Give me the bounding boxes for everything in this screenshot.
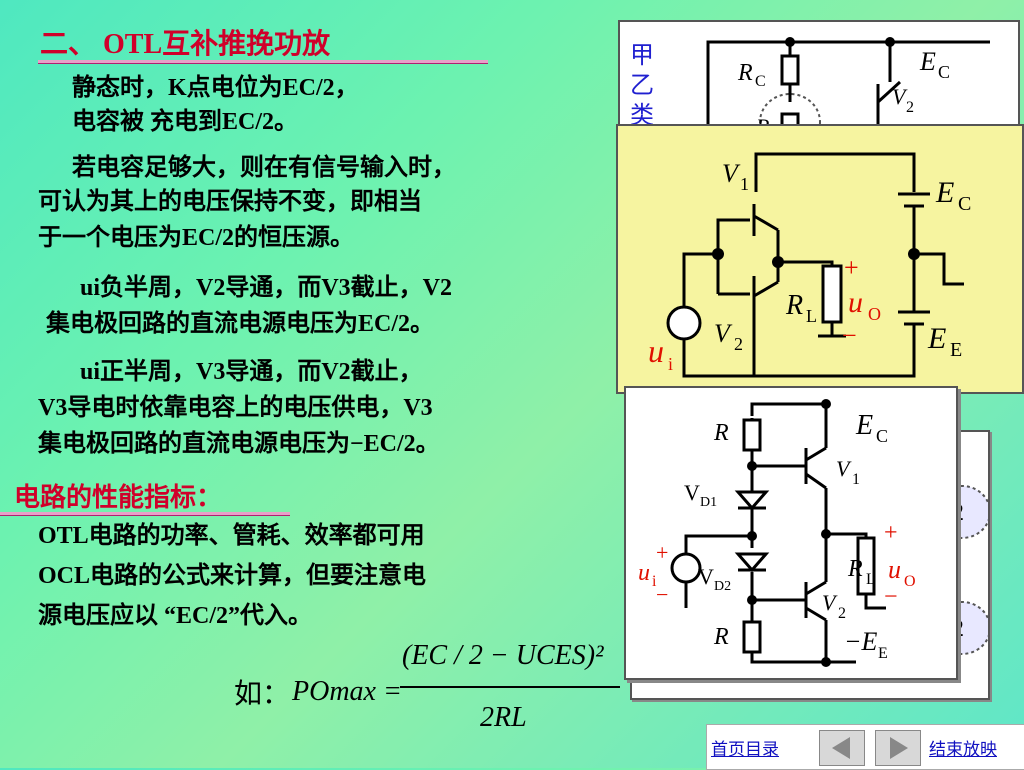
- svg-text:i: i: [652, 573, 657, 590]
- label-vd1: V: [684, 480, 700, 505]
- nav-home-link[interactable]: 首页目录: [711, 740, 779, 760]
- diagram-ocl-svg: V 1 E C R L + u O − V 2 E E u i: [648, 152, 971, 378]
- text-line-3: 若电容足够大，则在有信号输入时，: [72, 155, 456, 181]
- label-ec-mid: E: [935, 176, 954, 209]
- prev-arrow-icon: [832, 737, 850, 759]
- label-r-top: R: [713, 420, 729, 446]
- perf-underline: [0, 512, 290, 516]
- svg-text:E: E: [878, 645, 888, 662]
- label-vd2: V: [698, 564, 714, 589]
- perf-line-2: OCL电路的公式来计算，但要注意电: [38, 563, 427, 589]
- text-line-7: 集电极回路的直流电源电压为EC/2。: [46, 311, 435, 337]
- perf-line-3: 源电压应以 “EC/2”代入。: [38, 603, 313, 629]
- minus-front: −: [884, 584, 898, 610]
- svg-text:L: L: [806, 306, 817, 326]
- text-line-4: 可认为其上的电压保持不变，即相当: [38, 189, 422, 215]
- text-line-1: 静态时，K点电位为EC/2，: [72, 75, 359, 101]
- title-underline: [38, 60, 488, 64]
- label-v2-front: V: [822, 590, 838, 615]
- label-ee: E: [927, 322, 946, 355]
- formula-prefix: 如：: [234, 679, 291, 710]
- label-rc: R: [737, 60, 753, 86]
- label-rl-front: R: [847, 556, 863, 582]
- svg-text:E: E: [950, 339, 962, 361]
- svg-text:2: 2: [734, 334, 743, 354]
- svg-text:L: L: [866, 571, 876, 588]
- text-line-5: 于一个电压为EC/2的恒压源。: [38, 225, 355, 251]
- formula-numerator: (EC / 2 − UCES)²: [402, 640, 604, 671]
- svg-text:O: O: [868, 304, 881, 324]
- diagram-otl-panel: R E C V 1 V D1 V D2 R L + u O − + u i − …: [624, 386, 958, 680]
- section-title: 二、 OTL互补推挽功放: [40, 29, 331, 60]
- label-v2: V: [892, 84, 908, 109]
- svg-text:1: 1: [852, 471, 860, 488]
- label-r-bottom: R: [713, 624, 729, 650]
- nav-end-link[interactable]: 结束放映: [929, 740, 997, 760]
- label-uo-front: u: [888, 555, 901, 584]
- label-v2-mid: V: [714, 319, 733, 348]
- diagram-ocl-panel: V 1 E C R L + u O − V 2 E E u i: [616, 124, 1024, 394]
- label-uo-mid: u: [848, 286, 863, 319]
- perf-line-1: OTL电路的功率、管耗、效率都可用: [38, 523, 425, 549]
- label-ui-front: u: [638, 560, 650, 586]
- text-line-10: 集电极回路的直流电源电压为−EC/2。: [38, 431, 440, 457]
- svg-text:C: C: [876, 426, 888, 446]
- diagram-back-svg: R C E C V 2 R: [706, 37, 990, 151]
- label-rl: R: [785, 290, 803, 321]
- plus-ui: +: [656, 540, 668, 565]
- svg-text:1: 1: [740, 174, 749, 194]
- svg-text:C: C: [755, 73, 766, 90]
- formula-denominator: 2RL: [480, 702, 527, 733]
- minus-ui: −: [656, 582, 668, 607]
- text-line-2: 电容被 充电到EC/2。: [72, 109, 299, 135]
- label-ui-mid: u: [648, 333, 664, 369]
- fraction-bar: [400, 686, 620, 688]
- text-line-9: V3导电时依靠电容上的电压供电，V3: [38, 395, 433, 421]
- plus-front: +: [884, 520, 898, 546]
- text-line-8: ui正半周，V3导通，而V2截止，: [80, 359, 423, 385]
- svg-text:2: 2: [906, 99, 914, 116]
- svg-text:i: i: [668, 354, 673, 374]
- perf-heading: 电路的性能指标：: [14, 483, 223, 512]
- svg-text:D2: D2: [714, 579, 731, 594]
- svg-text:2: 2: [838, 605, 846, 622]
- label-v1: V: [722, 159, 741, 188]
- minus-mid: −: [842, 321, 857, 350]
- label-ec: E: [919, 47, 936, 76]
- formula-lhs: POmax =: [292, 676, 402, 707]
- svg-text:O: O: [904, 573, 916, 590]
- prev-button[interactable]: [819, 730, 865, 766]
- next-arrow-icon: [890, 737, 908, 759]
- plus-mid: +: [844, 253, 859, 282]
- svg-text:D1: D1: [700, 495, 717, 510]
- text-line-6: ui负半周，V2导通，而V3截止，V2: [80, 275, 453, 301]
- label-v1-front: V: [836, 456, 852, 481]
- svg-text:C: C: [938, 62, 950, 82]
- svg-text:C: C: [958, 193, 971, 215]
- nav-bar: 首页目录 结束放映: [706, 724, 1024, 770]
- label-ee-front: −E: [844, 627, 878, 656]
- label-ec-front: E: [855, 410, 873, 441]
- diagram-otl-svg: R E C V 1 V D1 V D2 R L + u O − + u i − …: [638, 399, 916, 667]
- next-button[interactable]: [875, 730, 921, 766]
